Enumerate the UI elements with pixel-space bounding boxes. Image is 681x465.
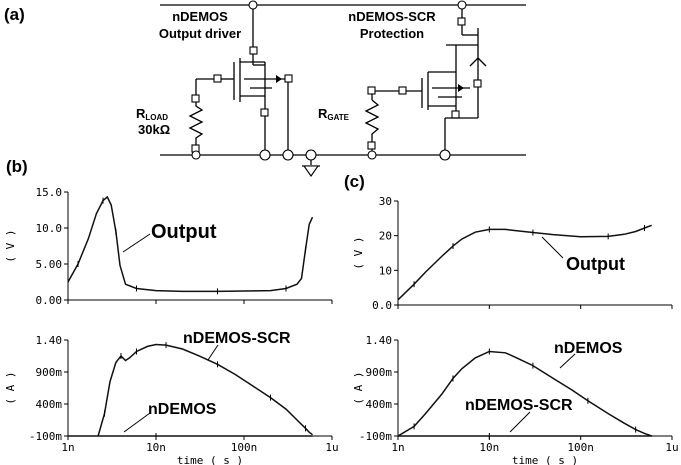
series-line-output [397,224,652,301]
y-tick-label: -100m [359,430,392,443]
series-line-output [67,195,314,293]
axis-frame [67,192,332,301]
panel-label-b: (b) [6,157,28,176]
y-axis-label: ( A ) [352,371,365,404]
rload-value: 30kΩ [138,122,170,137]
label-c-ndemos: nDEMOS [554,340,623,357]
y-tick-label: 0.0 [372,299,392,312]
y-tick-label: 900m [36,366,63,379]
x-tick-label: 100n [231,441,258,454]
label-b-ndemos: nDEMOS [148,401,217,418]
y-tick-label: 0.00 [36,294,63,307]
y-tick-label: 5.00 [36,258,63,271]
x-tick-label: 1n [61,441,74,454]
x-tick-label: 1n [391,441,404,454]
axis-frame [397,201,672,306]
label-c-ndemos-scr: nDEMOS-SCR [465,397,573,414]
x-axis-label: time ( s ) [512,454,578,465]
y-tick-label: 400m [36,398,63,411]
y-axis-label: ( V ) [352,236,365,269]
axis-frame [397,340,672,437]
y-tick-label: 900m [366,366,393,379]
rgate-label: RGATE [318,106,350,122]
label-b-output: Output [151,221,217,243]
chart-b-top: 15.0 10.0 5.00 0.00 ( V ) [4,186,333,307]
annotation-c-ndemos: nDEMOS [554,340,623,369]
rgate-resistor [364,86,380,160]
y-tick-label: 15.0 [36,186,63,199]
y-tick-label: 400m [366,398,393,411]
ndemos-scr-device [372,0,487,161]
scr-title-1: nDEMOS-SCR [348,9,436,24]
x-axis-label: time ( s ) [177,454,243,465]
y-tick-label: 10.0 [36,222,63,235]
x-tick-label: 10n [146,441,166,454]
series-line-ndemos [397,350,652,437]
circuit-schematic: nDEMOS Output driver [136,0,526,177]
x-tick-label: 1u [665,441,678,454]
ground-symbol [302,149,320,177]
y-tick-label: 30 [379,195,392,208]
annotation-b-ndemos: nDEMOS [123,401,217,433]
panel-label-a: (a) [4,5,25,24]
y-tick-label: 1.40 [36,334,63,347]
axis-frame [67,340,332,437]
driver-title-1: nDEMOS [172,9,228,24]
rload-resistor [188,79,204,160]
y-axis-label: ( V ) [4,229,17,262]
x-tick-label: 10n [479,441,499,454]
annotation-c-scr: nDEMOS-SCR [465,397,573,433]
driver-title-2: Output driver [159,26,241,41]
annotation-b-output: Output [122,221,217,253]
x-tick-label: 100n [567,441,594,454]
scr-title-2: Protection [360,26,424,41]
y-tick-label: 1.40 [366,334,393,347]
series-line-ndemos-scr [97,343,313,437]
chart-c-bottom: 1.40 900m 400m -100m ( A ) 1n 10n 100n 1u time ( … [352,334,679,465]
panel-label-c: (c) [344,172,365,191]
rload-label: RLOAD [136,106,168,122]
chart-c-top: 30 20 10 0.0 ( V ) [352,195,673,312]
label-c-output: Output [566,254,625,274]
annotation-b-scr: nDEMOS-SCR [183,330,291,361]
chart-b-bottom: 1.40 900m 400m -100m ( A ) 1n 10n 100n 1u time ( … [4,334,339,465]
label-b-ndemos-scr: nDEMOS-SCR [183,330,291,347]
y-axis-label: ( A ) [4,371,17,404]
annotation-c-output: Output [541,236,625,274]
x-tick-label: 1u [325,441,338,454]
ndemos-driver-transistor [196,0,294,161]
y-tick-label: 10 [379,264,392,277]
y-tick-label: 20 [379,230,392,243]
y-tick-label: -100m [29,430,62,443]
